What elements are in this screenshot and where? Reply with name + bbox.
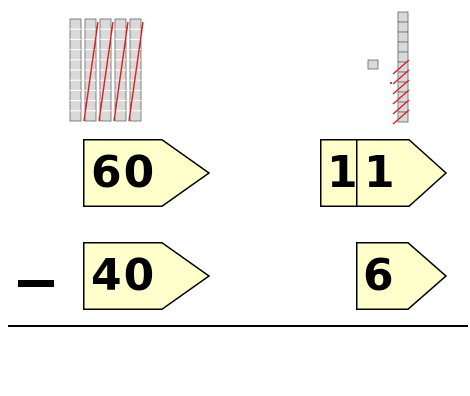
- unit-cube-crossout: [392, 59, 410, 75]
- unit-cube: [397, 21, 409, 33]
- bottom-ones-value: 6: [363, 250, 396, 301]
- unit-cube-crossout: [392, 69, 410, 85]
- unit-cube: [397, 51, 409, 63]
- tens-rod-crossout: [83, 21, 99, 122]
- unit-cube: [397, 101, 409, 113]
- tens-rod: [83, 18, 99, 122]
- bottom-ones-card: 6: [356, 242, 448, 310]
- top-tens-card: 60: [83, 139, 211, 207]
- unit-cube: [397, 111, 409, 123]
- loose-unit-cube: [367, 59, 379, 70]
- unit-cube-crossout: [392, 79, 410, 95]
- bottom-tens-card: 40: [83, 242, 211, 310]
- bottom-tens-value: 40: [91, 250, 157, 301]
- top-tens-value: 60: [91, 147, 157, 198]
- tens-rod-crossout: [98, 21, 114, 122]
- tens-rod: [69, 18, 82, 122]
- unit-cube: [397, 31, 409, 43]
- tens-rod: [113, 18, 129, 122]
- ones-cubes: [367, 11, 410, 125]
- unit-cube: [397, 41, 409, 53]
- unit-cube: [397, 91, 409, 103]
- tens-rod-crossout: [128, 21, 144, 122]
- regroup-tens-digit: 1: [327, 147, 360, 198]
- unit-cube: [397, 61, 409, 73]
- unit-cube: [397, 11, 409, 23]
- unit-cube-crossout: [392, 99, 410, 115]
- tens-rod-crossout: [113, 21, 129, 122]
- unit-cube-crossout: [392, 89, 410, 105]
- tens-rods: [69, 18, 144, 122]
- unit-cube-crossout: [392, 109, 410, 125]
- top-ones-card: 1 1: [320, 139, 448, 207]
- answer-line: [8, 325, 468, 327]
- tens-rod: [128, 18, 144, 122]
- unit-cube: [397, 71, 409, 83]
- minus-sign: [18, 280, 54, 287]
- top-ones-value: 1: [364, 147, 397, 198]
- tens-rod: [98, 18, 114, 122]
- small-dot: [390, 82, 392, 84]
- unit-cube: [397, 81, 409, 93]
